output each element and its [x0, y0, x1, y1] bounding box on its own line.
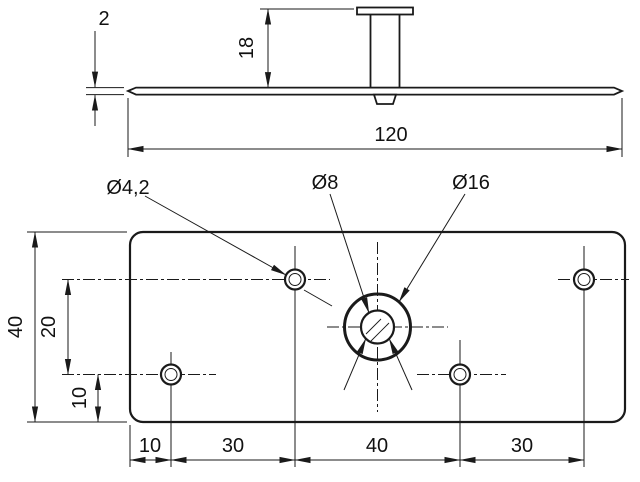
dim-inner-hole-label: Ø8 [312, 172, 339, 194]
hole-center-inner [359, 309, 396, 345]
hole-top-right [572, 268, 596, 291]
side-view [125, 6, 625, 105]
plan-view-dimensions: 40 20 10 10 30 40 30 [5, 231, 585, 467]
leader-inner-dia [329, 193, 370, 314]
hole-bottom-right [448, 363, 472, 386]
hatch-line [365, 318, 382, 335]
dim-row-spacing-label: 20 [38, 316, 60, 338]
side-view-dimensions: 2 18 120 [86, 8, 623, 157]
leader-lower-left [343, 338, 367, 391]
hole-center-outer [343, 292, 412, 362]
dim-chain-label-2: 30 [222, 435, 244, 457]
dim-chain-label-3: 40 [366, 435, 388, 457]
pin-shaft [369, 13, 401, 89]
dim-small-hole-label: Ø4,2 [106, 177, 149, 199]
hole-top-left [283, 268, 307, 291]
leader-small-hole-tail [303, 289, 333, 307]
dim-thickness-label: 2 [98, 8, 109, 30]
plate-side-outline [125, 86, 625, 96]
leader-lower-right [388, 338, 413, 391]
dim-chain-label-1: 10 [139, 435, 161, 457]
pin-under-protrusion [372, 93, 398, 105]
dim-pin-height-label: 18 [236, 37, 258, 59]
hole-center [343, 292, 412, 362]
plan-view: Ø4,2 Ø8 Ø16 [62, 172, 629, 467]
dim-outer-hole-label: Ø16 [452, 172, 490, 194]
dim-plate-width-label: 120 [374, 124, 407, 146]
dim-bottom-offset-label: 10 [69, 387, 91, 409]
pin-head [356, 6, 414, 16]
dim-plate-height-label: 40 [5, 316, 27, 338]
leader-small-hole [144, 195, 287, 276]
hole-bottom-left [159, 363, 183, 386]
dim-chain-label-4: 30 [511, 435, 533, 457]
hatch-line [370, 322, 390, 342]
leader-outer-dia [398, 193, 466, 303]
leaders [144, 193, 466, 391]
